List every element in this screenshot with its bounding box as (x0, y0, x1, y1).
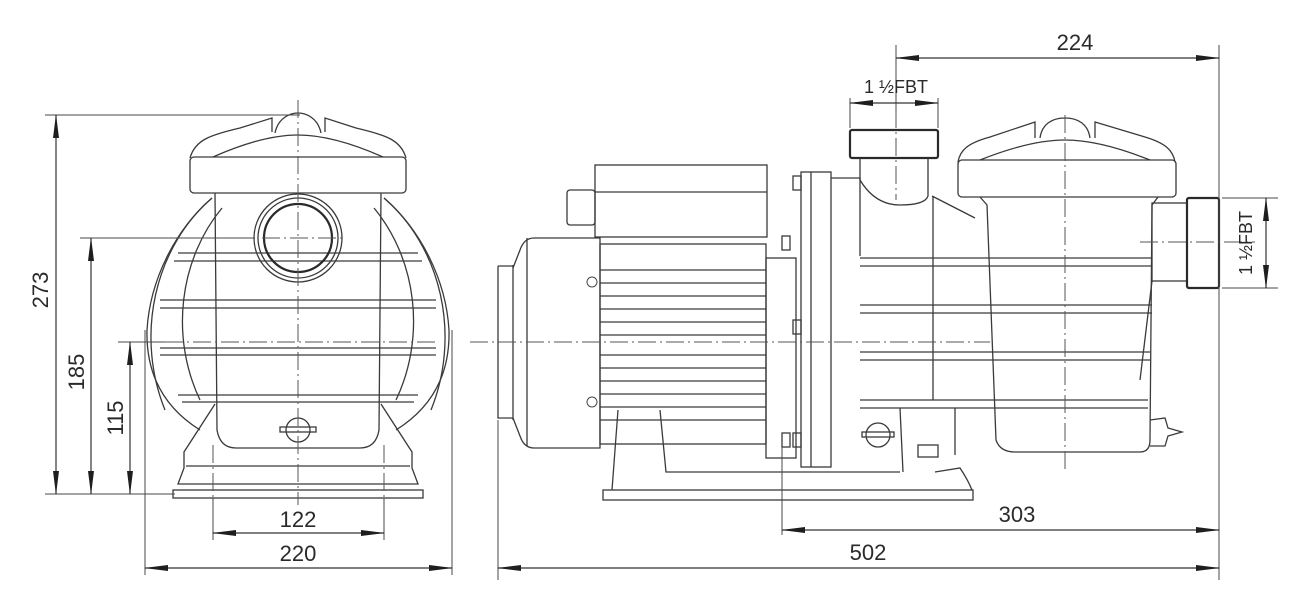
pump-flange (800, 171, 832, 468)
lid-top-left (189, 117, 273, 159)
front-view (146, 100, 450, 505)
junction-box (594, 164, 768, 238)
dim-label-224: 224 (1057, 30, 1094, 55)
dim-label-122: 122 (280, 507, 317, 532)
inlet-size-label: 1 ½FBT (1236, 211, 1256, 275)
motor-body (599, 243, 767, 445)
dim-label-303: 303 (999, 502, 1036, 527)
strainer-lid (957, 159, 1177, 198)
fan-cover (512, 237, 601, 449)
side-view (470, 110, 1255, 501)
screw-icon (586, 276, 598, 288)
outlet-size-label: 1 ½FBT (864, 77, 928, 97)
screw-icon (586, 396, 598, 408)
dim-label-220: 220 (280, 541, 317, 566)
motor-flange (765, 257, 797, 459)
dim-label-185: 185 (64, 354, 89, 391)
outlet-nozzle (848, 128, 940, 160)
side-base-plate (602, 489, 974, 501)
lid-top-right (324, 117, 407, 159)
strainer-basket-housing (979, 196, 1159, 453)
dim-label-115: 115 (103, 400, 128, 435)
cable-gland (566, 189, 596, 226)
guard-arc-left-outer (150, 197, 213, 411)
drain-valve (1149, 417, 1185, 447)
side-dimensions: 224 1 ½FBT 1 ½FBT 303 502 (497, 30, 1278, 580)
dim-label-273: 273 (28, 272, 53, 309)
guard-arc-right-outer (383, 197, 446, 411)
front-dimensions: 273 185 115 122 220 (28, 114, 453, 575)
dim-label-502: 502 (850, 540, 887, 565)
front-base (177, 403, 419, 485)
base-bolt (917, 444, 939, 458)
drain-plug-side (865, 422, 891, 448)
inlet-nozzle (1185, 196, 1221, 290)
fan-cover-cap (497, 265, 513, 419)
